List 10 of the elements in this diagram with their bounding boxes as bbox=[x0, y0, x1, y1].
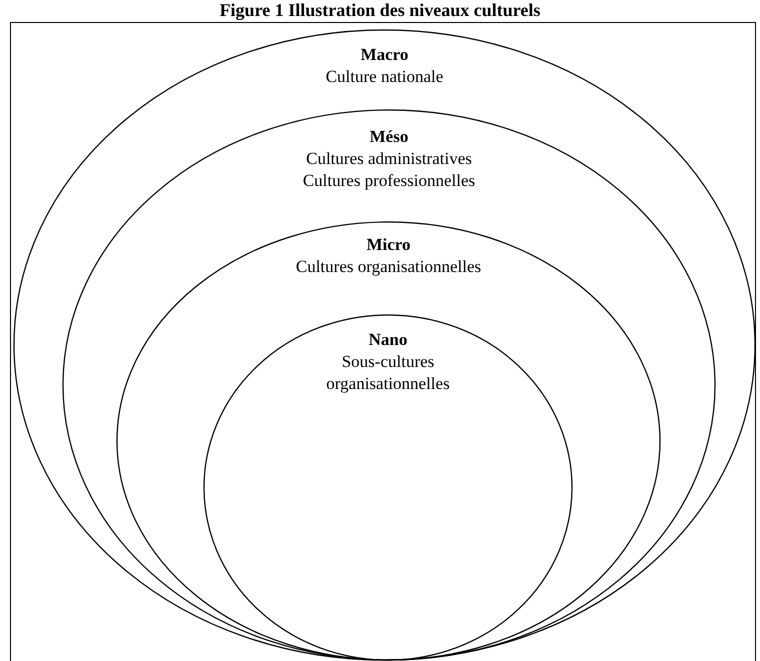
level-description: Cultures professionnelles bbox=[302, 170, 476, 192]
level-description: Culture nationale bbox=[326, 66, 444, 88]
level-heading: Micro bbox=[366, 234, 411, 256]
level-heading: Méso bbox=[370, 126, 408, 148]
level-heading: Nano bbox=[368, 329, 408, 351]
level-description: Cultures administratives bbox=[306, 148, 472, 170]
level-heading: Macro bbox=[360, 44, 408, 66]
level-description: Sous-cultures organisationnelles bbox=[325, 351, 451, 395]
level-description: Cultures organisationnelles bbox=[296, 256, 482, 278]
figure-title: Figure 1 Illustration des niveaux culturels bbox=[220, 0, 540, 20]
